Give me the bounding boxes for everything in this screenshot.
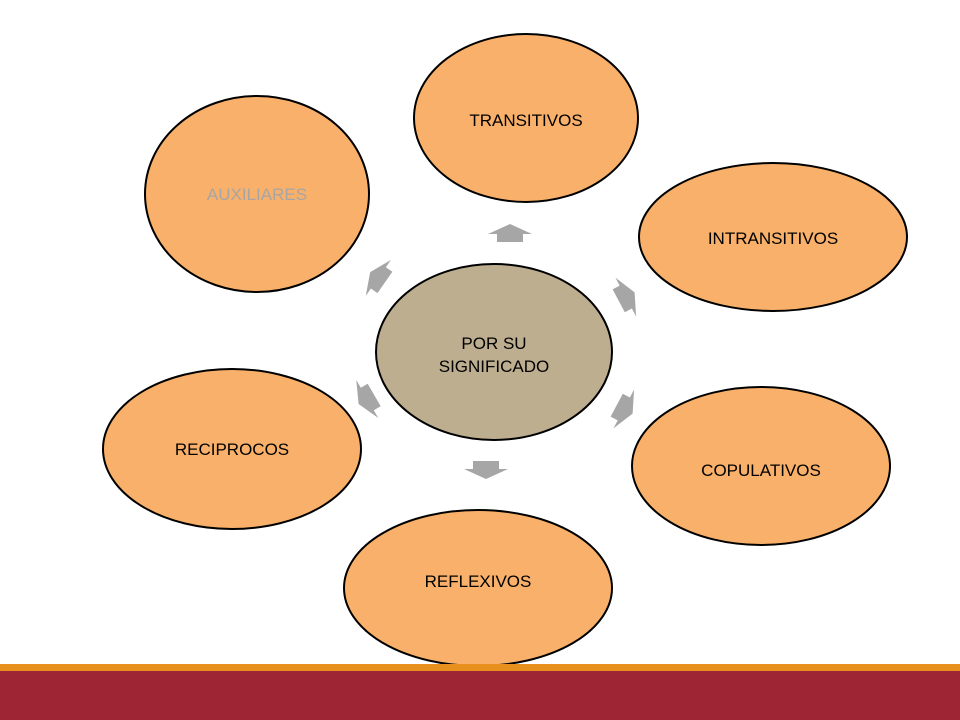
node-intransitivos-label: INTRANSITIVOS <box>708 229 838 248</box>
node-reciprocos: RECIPROCOS <box>102 368 362 530</box>
node-transitivos: TRANSITIVOS <box>413 33 639 203</box>
node-copulativos-label: COPULATIVOS <box>701 461 821 480</box>
node-reciprocos-label: RECIPROCOS <box>175 440 289 459</box>
node-reflexivos-label: REFLEXIVOS <box>425 572 532 591</box>
arrow-to-reciprocos-icon <box>356 379 381 419</box>
center-node-line1: POR SU <box>461 334 526 353</box>
center-node-line2: SIGNIFICADO <box>439 357 550 376</box>
center-node: POR SU SIGNIFICADO <box>375 263 613 441</box>
node-transitivos-label: TRANSITIVOS <box>469 111 582 130</box>
node-copulativos: COPULATIVOS <box>631 386 891 546</box>
arrow-to-auxiliares-icon <box>365 259 393 296</box>
node-intransitivos: INTRANSITIVOS <box>638 162 908 312</box>
arrow-to-intransitivos-icon <box>612 277 637 317</box>
footer-stripe <box>0 664 960 671</box>
node-auxiliares-label: AUXILIARES <box>207 185 307 204</box>
arrow-to-transitivos-icon <box>488 224 532 242</box>
arrow-to-copulativos-icon <box>610 389 635 429</box>
node-reflexivos: REFLEXIVOS <box>343 509 613 667</box>
node-auxiliares: AUXILIARES <box>144 95 370 293</box>
arrow-to-reflexivos-icon <box>464 461 508 479</box>
footer-bar <box>0 671 960 720</box>
